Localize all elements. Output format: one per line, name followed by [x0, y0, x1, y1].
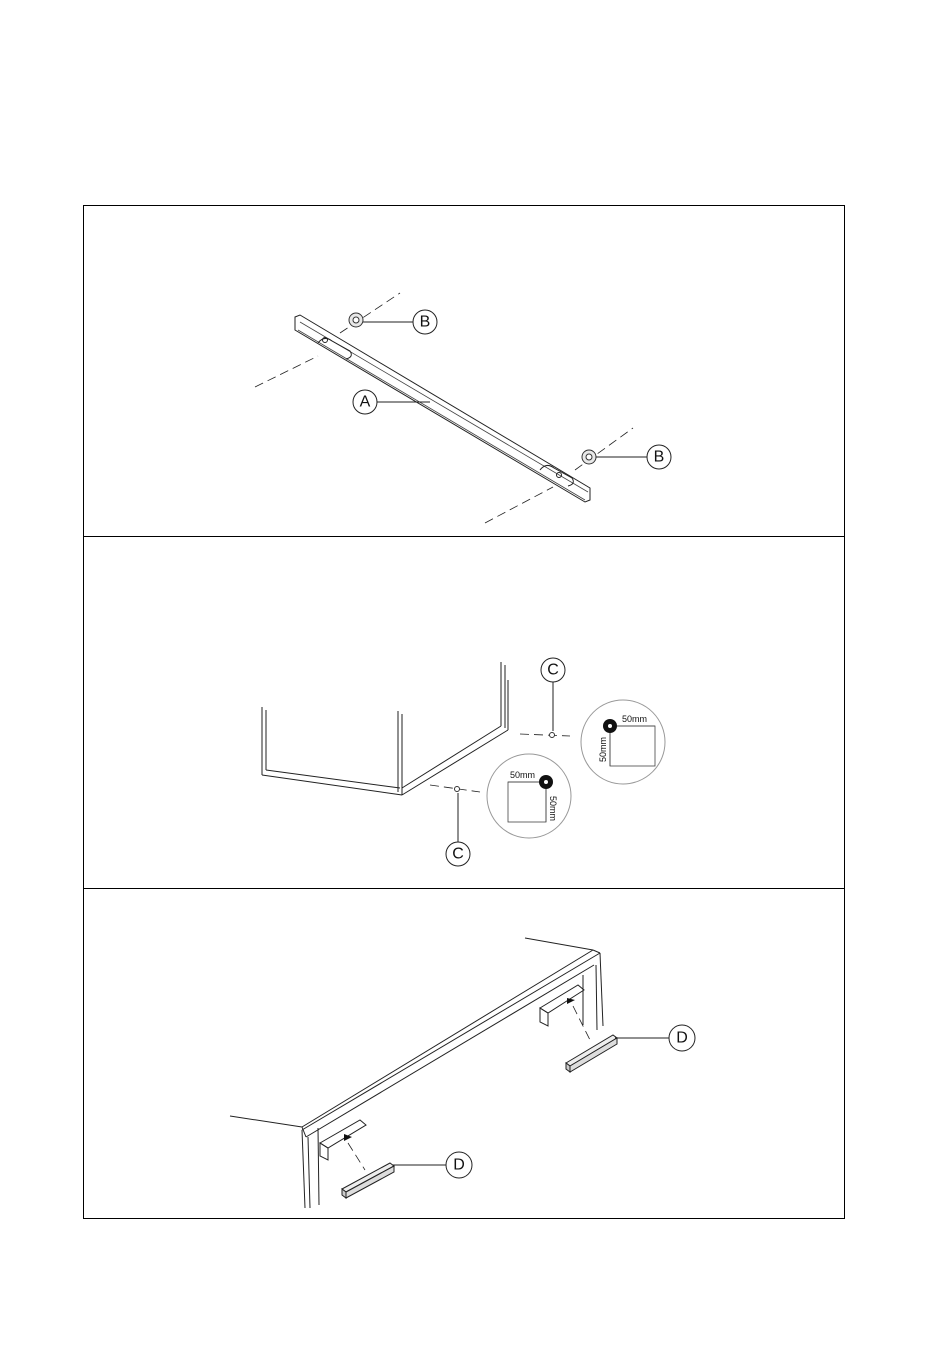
recess-right: [540, 985, 584, 1026]
callout-c-right: C: [541, 658, 565, 682]
fixing-path-right: [575, 428, 633, 470]
fixing-path-left: [255, 356, 318, 387]
fixing-path-top: [340, 293, 400, 333]
svg-text:A: A: [360, 394, 371, 411]
callout-d-right: D: [669, 1025, 695, 1051]
svg-text:B: B: [654, 449, 665, 466]
callout-c-left: C: [446, 842, 470, 866]
callout-b-top: B: [413, 310, 437, 334]
dim-vertical-left: 50mm: [548, 796, 558, 821]
callout-d-left: D: [446, 1152, 472, 1178]
dim-horizontal-right: 50mm: [622, 714, 647, 724]
detail-circle-right: 50mm 50mm: [581, 700, 665, 784]
callout-a: A: [353, 390, 377, 414]
svg-text:B: B: [420, 314, 431, 331]
mark-point-right: [550, 733, 555, 738]
dim-vertical-right: 50mm: [598, 737, 608, 762]
mark-point-left: [455, 787, 460, 792]
svg-text:D: D: [453, 1157, 465, 1174]
svg-text:C: C: [547, 662, 559, 679]
svg-text:D: D: [676, 1030, 688, 1047]
dim-horizontal-left: 50mm: [510, 770, 535, 780]
cabinet-top-outline: [230, 938, 603, 1208]
fixing-path-bottom: [485, 487, 553, 523]
fixing-b-bottom: [582, 450, 596, 464]
rail-a-drawing: [295, 315, 590, 502]
detail-circle-left: 50mm 50mm: [487, 754, 571, 838]
clip-d-left: [342, 1163, 394, 1198]
cabinet-base-outline: [262, 662, 508, 795]
clip-d-right: [566, 1035, 617, 1072]
fixing-b-top: [349, 313, 363, 327]
recess-left: [320, 1120, 366, 1160]
callout-b-bottom: B: [647, 445, 671, 469]
svg-text:C: C: [452, 846, 464, 863]
